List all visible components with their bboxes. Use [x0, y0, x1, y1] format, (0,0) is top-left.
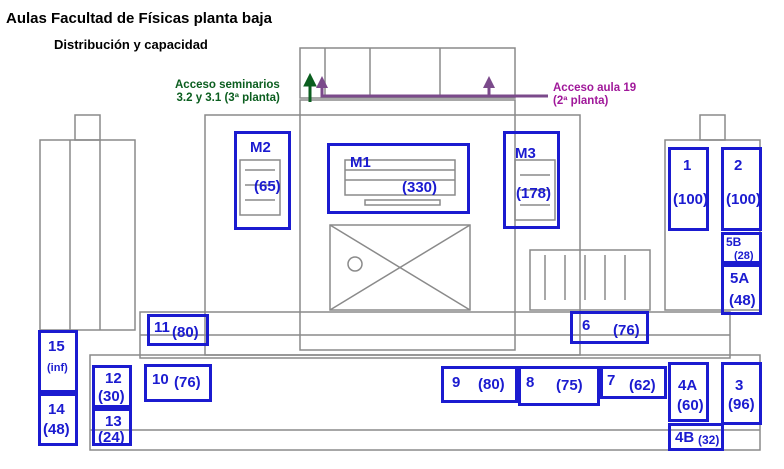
- room-capacity: (28): [734, 250, 754, 262]
- room-5b[interactable]: 5B (28): [721, 232, 762, 264]
- room-10[interactable]: 10 (76): [144, 364, 212, 402]
- room-capacity: (30): [98, 388, 125, 405]
- room-capacity: (48): [729, 292, 756, 309]
- room-capacity: (60): [677, 397, 704, 414]
- page-title: Aulas Facultad de Físicas planta baja: [6, 10, 272, 27]
- room-13[interactable]: 13 (24): [92, 408, 132, 446]
- room-8[interactable]: 8 (75): [518, 366, 600, 406]
- seminarios-arrow-icon: [303, 72, 317, 102]
- room-label: M1: [350, 154, 371, 171]
- room-capacity: (62): [629, 377, 656, 394]
- room-capacity: (76): [174, 374, 201, 391]
- room-6[interactable]: 6 (76): [570, 311, 649, 344]
- room-capacity: (100): [673, 191, 709, 208]
- room-capacity: (96): [728, 396, 755, 413]
- room-5a[interactable]: 5A (48): [721, 264, 762, 315]
- room-capacity: (65): [254, 178, 281, 195]
- room-label: 9: [452, 374, 461, 391]
- page-subtitle: Distribución y capacidad: [54, 37, 208, 52]
- room-label: 7: [607, 372, 616, 389]
- room-capacity: (330): [402, 179, 438, 196]
- room-capacity: (178): [516, 185, 552, 202]
- room-capacity: (32): [698, 433, 720, 447]
- room-label: 6: [582, 317, 591, 334]
- room-9[interactable]: 9 (80): [441, 366, 518, 403]
- aula19-path-icon: [320, 84, 548, 98]
- room-label: 13: [105, 413, 122, 430]
- room-15[interactable]: 15 (inf): [38, 330, 78, 393]
- room-label: 5B: [726, 235, 742, 249]
- room-label: M2: [250, 139, 271, 156]
- room-capacity: (100): [726, 191, 762, 208]
- room-14[interactable]: 14 (48): [38, 393, 78, 446]
- room-label: 14: [48, 401, 65, 418]
- room-11[interactable]: 11 (80): [147, 314, 209, 346]
- room-capacity: (24): [98, 429, 125, 446]
- room-label: 11: [154, 319, 170, 336]
- room-m1[interactable]: M1 (330): [327, 143, 470, 214]
- room-m3[interactable]: M3 (178): [503, 131, 560, 229]
- room-capacity: (80): [172, 324, 199, 341]
- room-capacity: (76): [613, 322, 640, 339]
- room-4b[interactable]: 4B (32): [668, 423, 724, 451]
- room-label: 8: [526, 374, 535, 391]
- room-label: 2: [734, 157, 743, 174]
- room-label: 5A: [730, 270, 750, 287]
- room-label: 10: [152, 371, 169, 388]
- room-label: 4A: [678, 377, 698, 394]
- room-7[interactable]: 7 (62): [600, 366, 667, 399]
- room-2[interactable]: 2 (100): [721, 147, 762, 231]
- room-3[interactable]: 3 (96): [721, 362, 762, 425]
- room-capacity: (80): [478, 376, 505, 393]
- entrance-block: [299, 47, 516, 99]
- room-capacity: (48): [43, 421, 70, 438]
- room-label: 4B: [675, 429, 695, 446]
- room-label: M3: [515, 145, 536, 162]
- room-label: 1: [683, 157, 692, 174]
- room-4a[interactable]: 4A (60): [668, 362, 709, 422]
- room-capacity: (75): [556, 377, 583, 394]
- room-label: 12: [105, 370, 122, 387]
- seminarios-access-note: Acceso seminarios 3.2 y 3.1 (3ª planta): [175, 79, 280, 104]
- courtyard: [329, 224, 471, 311]
- room-m2[interactable]: M2 (65): [234, 131, 291, 230]
- left-tower: [39, 139, 136, 331]
- room-capacity: (inf): [47, 362, 68, 374]
- room-1[interactable]: 1 (100): [668, 147, 709, 231]
- room-label: 3: [735, 377, 744, 394]
- aula19-access-note: Acceso aula 19 (2ª planta): [553, 82, 637, 107]
- room-label: 15: [48, 338, 65, 355]
- room-12[interactable]: 12 (30): [92, 365, 132, 408]
